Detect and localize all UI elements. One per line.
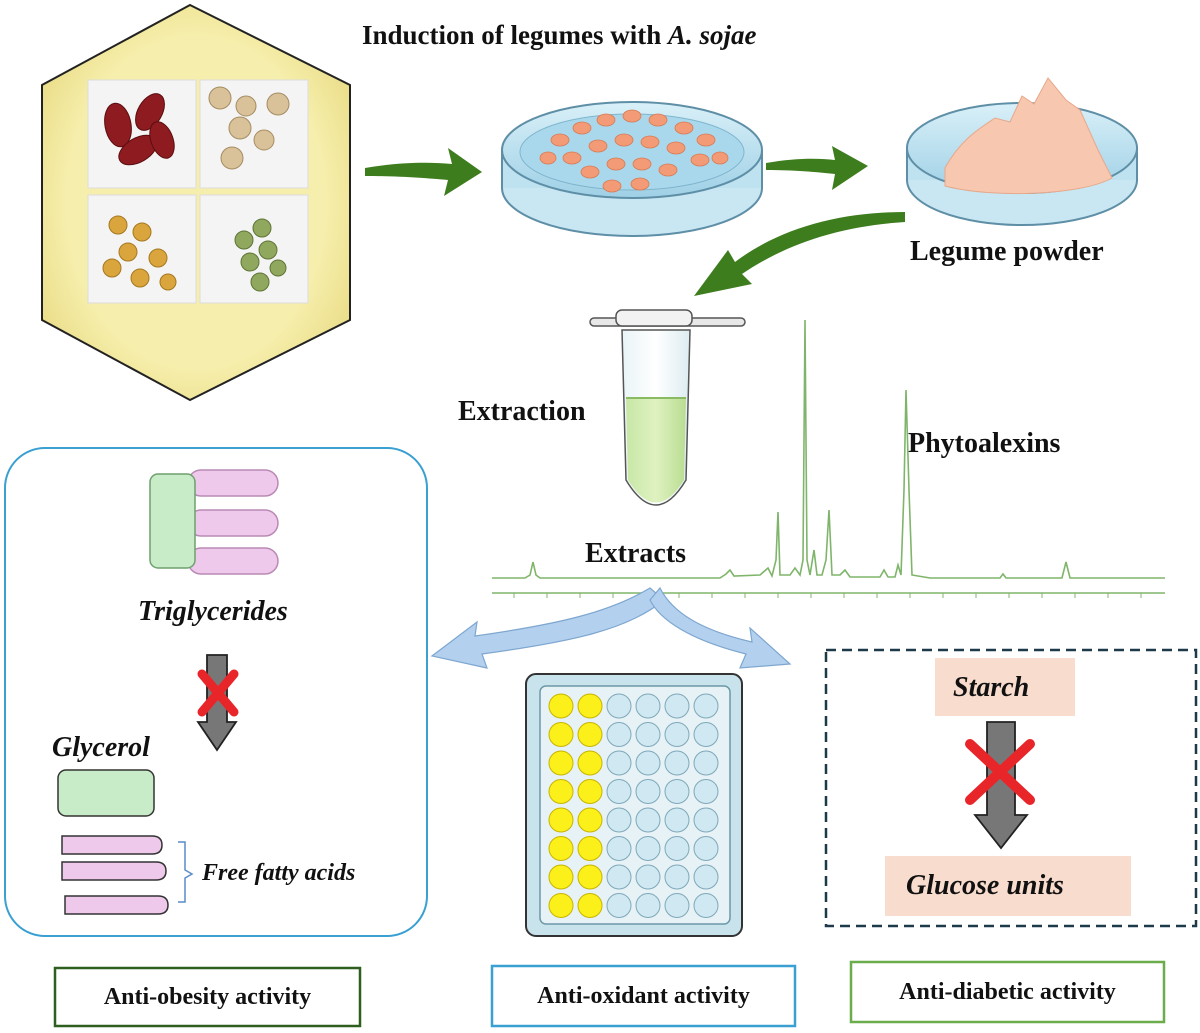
diagram-title: Induction of legumes with A. sojae <box>362 20 757 51</box>
well <box>664 722 690 747</box>
well <box>693 693 719 719</box>
well <box>635 893 661 918</box>
well <box>664 779 690 804</box>
well <box>577 807 603 833</box>
well <box>577 750 603 776</box>
well <box>548 693 574 719</box>
blue-arrow-right <box>649 586 792 669</box>
well <box>577 864 603 890</box>
well <box>664 693 690 719</box>
legume-powder-label: Legume powder <box>910 236 1104 267</box>
well <box>606 893 632 918</box>
green-arrow-3 <box>694 212 905 296</box>
title-prefix: Induction of legumes with <box>362 20 669 50</box>
microcentrifuge-tube <box>589 309 746 506</box>
red-cross-icon <box>197 669 239 717</box>
starch-label: Starch <box>953 672 1030 703</box>
triglycerides-label: Triglycerides <box>138 596 288 627</box>
well <box>606 693 632 719</box>
well <box>577 722 603 747</box>
extraction-label: Extraction <box>458 396 586 427</box>
well <box>635 836 661 861</box>
well <box>577 836 603 861</box>
well <box>548 750 574 776</box>
blocked-arrow-obesity <box>196 654 239 752</box>
well <box>664 750 690 776</box>
legume-seeds-hexagon <box>41 3 351 402</box>
chromatogram <box>492 319 1165 598</box>
well <box>693 864 719 890</box>
glucose-box <box>885 856 1131 916</box>
well <box>664 893 690 918</box>
well <box>606 750 632 776</box>
blue-arrow-left <box>430 587 665 669</box>
well <box>664 836 690 861</box>
triglyceride-molecule <box>149 469 279 575</box>
green-arrow-2 <box>766 146 868 190</box>
well <box>664 864 690 890</box>
well <box>577 779 603 804</box>
starch-box <box>935 658 1075 716</box>
phytoalexins-label: Phytoalexins <box>908 428 1061 459</box>
petri-dish-with-powder <box>906 77 1138 226</box>
well <box>635 864 661 890</box>
well <box>548 779 574 804</box>
anti-diabetic-panel <box>824 648 1198 928</box>
well <box>693 779 719 804</box>
well <box>635 779 661 804</box>
extracts-label: Extracts <box>585 538 687 569</box>
well <box>664 807 690 833</box>
well <box>693 836 719 861</box>
well <box>548 836 574 861</box>
anti-obesity-panel <box>4 447 428 937</box>
well <box>548 893 574 918</box>
anti-oxidant-activity-label: Anti-oxidant activity <box>495 969 792 1023</box>
glycerol-label: Glycerol <box>52 732 150 763</box>
well <box>693 722 719 747</box>
well <box>606 779 632 804</box>
title-species: A. sojae <box>668 20 757 50</box>
well-plate <box>525 673 743 937</box>
well <box>606 864 632 890</box>
anti-obesity-activity-label: Anti-obesity activity <box>58 971 357 1023</box>
well <box>577 893 603 918</box>
anti-diabetic-activity-label: Anti-diabetic activity <box>854 965 1161 1019</box>
well <box>548 807 574 833</box>
blocked-arrow-diabetic <box>965 721 1035 850</box>
well <box>635 750 661 776</box>
well <box>577 693 603 719</box>
well <box>635 722 661 747</box>
well <box>693 750 719 776</box>
free-fatty-acid-bars <box>61 835 169 915</box>
well <box>606 722 632 747</box>
well <box>693 893 719 918</box>
red-cross-icon <box>965 739 1035 805</box>
free-fatty-acids-label: Free fatty acids <box>202 860 356 886</box>
green-arrow-1 <box>365 148 482 196</box>
glucose-units-label: Glucose units <box>906 870 1064 901</box>
well <box>548 864 574 890</box>
petri-dish-with-seeds <box>501 101 763 237</box>
well <box>548 722 574 747</box>
well <box>606 807 632 833</box>
well <box>635 807 661 833</box>
well <box>635 693 661 719</box>
bracket <box>178 841 194 903</box>
well <box>606 836 632 861</box>
glycerol-block <box>57 769 155 817</box>
well <box>693 807 719 833</box>
